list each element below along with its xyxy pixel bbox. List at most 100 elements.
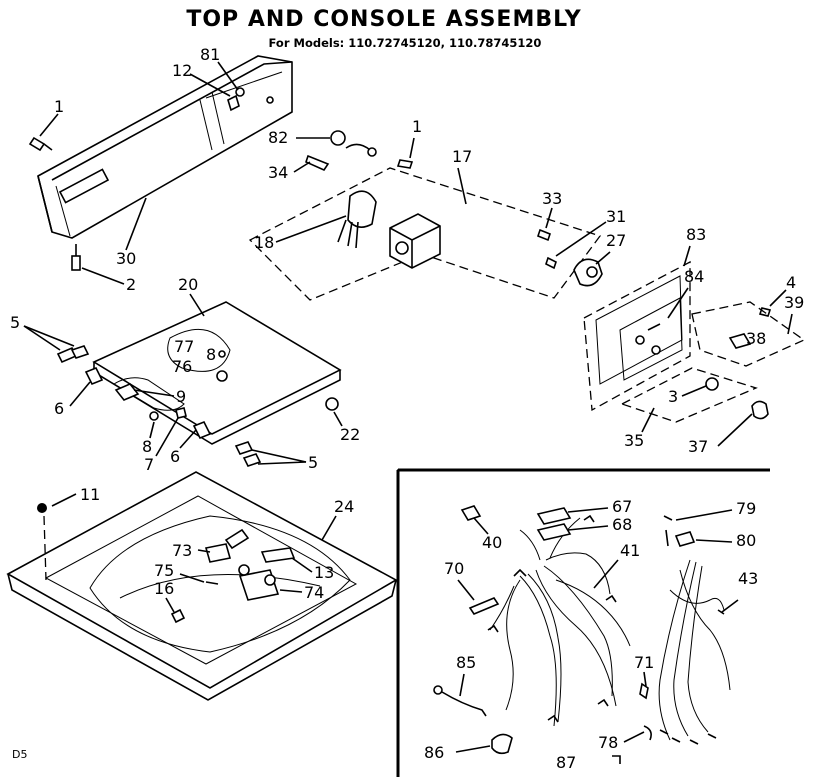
leader-line: [189, 73, 231, 97]
leader-line: [165, 597, 175, 613]
callout-17: 17: [452, 147, 472, 166]
leader-line: [217, 61, 239, 91]
callout-16: 16: [154, 579, 174, 598]
callout-6: 6: [170, 447, 180, 466]
wiring-inset-frame: [396, 468, 770, 777]
callout-30: 30: [116, 249, 136, 268]
wire-harness-41: [487, 514, 631, 727]
callout-38: 38: [746, 329, 766, 348]
callout-77: 77: [174, 337, 194, 356]
callout-5: 5: [10, 313, 20, 332]
callout-13: 13: [314, 563, 334, 582]
diagram-code: D5: [12, 748, 27, 761]
leader-line: [149, 421, 155, 439]
callout-34: 34: [268, 163, 288, 182]
callout-22: 22: [340, 425, 360, 444]
plug-11: [37, 503, 47, 581]
leader-line: [473, 517, 489, 535]
leader-line: [51, 493, 77, 507]
callout-1: 1: [54, 97, 64, 116]
leader-line: [683, 245, 691, 267]
leader-line: [695, 539, 733, 543]
leader-line: [333, 411, 343, 427]
callout-79: 79: [736, 499, 756, 518]
diagram-subtitle: For Models: 110.72745120, 110.78745120: [269, 36, 542, 50]
callout-11: 11: [80, 485, 100, 504]
leader-line: [555, 221, 607, 257]
leader-line: [545, 207, 553, 229]
switch-knob-27: [573, 258, 603, 287]
leader-line: [643, 671, 647, 687]
leader-line: [667, 287, 689, 319]
leader-line: [39, 113, 59, 137]
callout-20: 20: [178, 275, 198, 294]
leader-line: [23, 325, 75, 347]
leader-line: [189, 293, 205, 317]
callout-41: 41: [620, 541, 640, 560]
leader-line: [623, 731, 645, 743]
leader-line: [459, 673, 465, 697]
leader-line: [197, 549, 211, 553]
wire-harness-43: [658, 559, 731, 745]
callout-75: 75: [154, 561, 174, 580]
leader-line: [595, 251, 611, 265]
callout-2: 2: [126, 275, 136, 294]
callout-7: 7: [144, 455, 154, 474]
callout-76: 76: [172, 357, 192, 376]
callout-83: 83: [686, 225, 706, 244]
leader-line: [69, 381, 91, 407]
callout-71: 71: [634, 653, 654, 672]
small-parts-82-34: [305, 130, 557, 270]
timer-motor-assembly: [248, 167, 602, 301]
callout-74: 74: [304, 583, 324, 602]
leader-line: [675, 509, 733, 521]
leader-line: [787, 313, 793, 335]
leader-line: [125, 197, 147, 251]
leader-line: [567, 525, 609, 531]
callout-80: 80: [736, 531, 756, 550]
screw-bottom-console: [71, 244, 81, 271]
callout-8: 8: [142, 437, 152, 456]
leader-line: [155, 417, 179, 457]
lid-hardware: [56, 345, 339, 467]
leader-line: [717, 413, 753, 447]
leader-line: [81, 267, 125, 285]
leader-line: [133, 389, 175, 397]
callout-4: 4: [786, 273, 796, 292]
callout-3: 3: [668, 387, 678, 406]
leader-line: [567, 507, 609, 513]
leader-line: [23, 325, 61, 351]
leader-line: [593, 559, 619, 589]
wiring-components: [433, 505, 696, 764]
callout-87: 87: [556, 753, 576, 772]
top-lid: [92, 301, 342, 445]
console-panel: [37, 55, 293, 239]
callout-84: 84: [684, 267, 704, 286]
leader-line: [681, 385, 707, 397]
leader-line: [279, 589, 303, 593]
callout-24: 24: [334, 497, 354, 516]
control-panel-bracket: [583, 260, 691, 412]
callout-5: 5: [308, 453, 318, 472]
callout-12: 12: [172, 61, 192, 80]
callout-40: 40: [482, 533, 502, 552]
callout-1: 1: [412, 117, 422, 136]
callout-9: 9: [176, 387, 186, 406]
callout-8: 8: [206, 345, 216, 364]
leader-line: [455, 745, 491, 753]
callout-31: 31: [606, 207, 626, 226]
callout-27: 27: [606, 231, 626, 250]
leader-line: [769, 289, 787, 307]
leader-line: [179, 429, 197, 449]
callout-6: 6: [54, 399, 64, 418]
callout-70: 70: [444, 559, 464, 578]
callout-37: 37: [688, 437, 708, 456]
switch-housing-group: [620, 301, 806, 423]
leader-line: [275, 215, 347, 243]
callout-82: 82: [268, 128, 288, 147]
callout-85: 85: [456, 653, 476, 672]
leader-line: [257, 461, 307, 465]
leader-line: [251, 449, 307, 463]
callout-78: 78: [598, 733, 618, 752]
